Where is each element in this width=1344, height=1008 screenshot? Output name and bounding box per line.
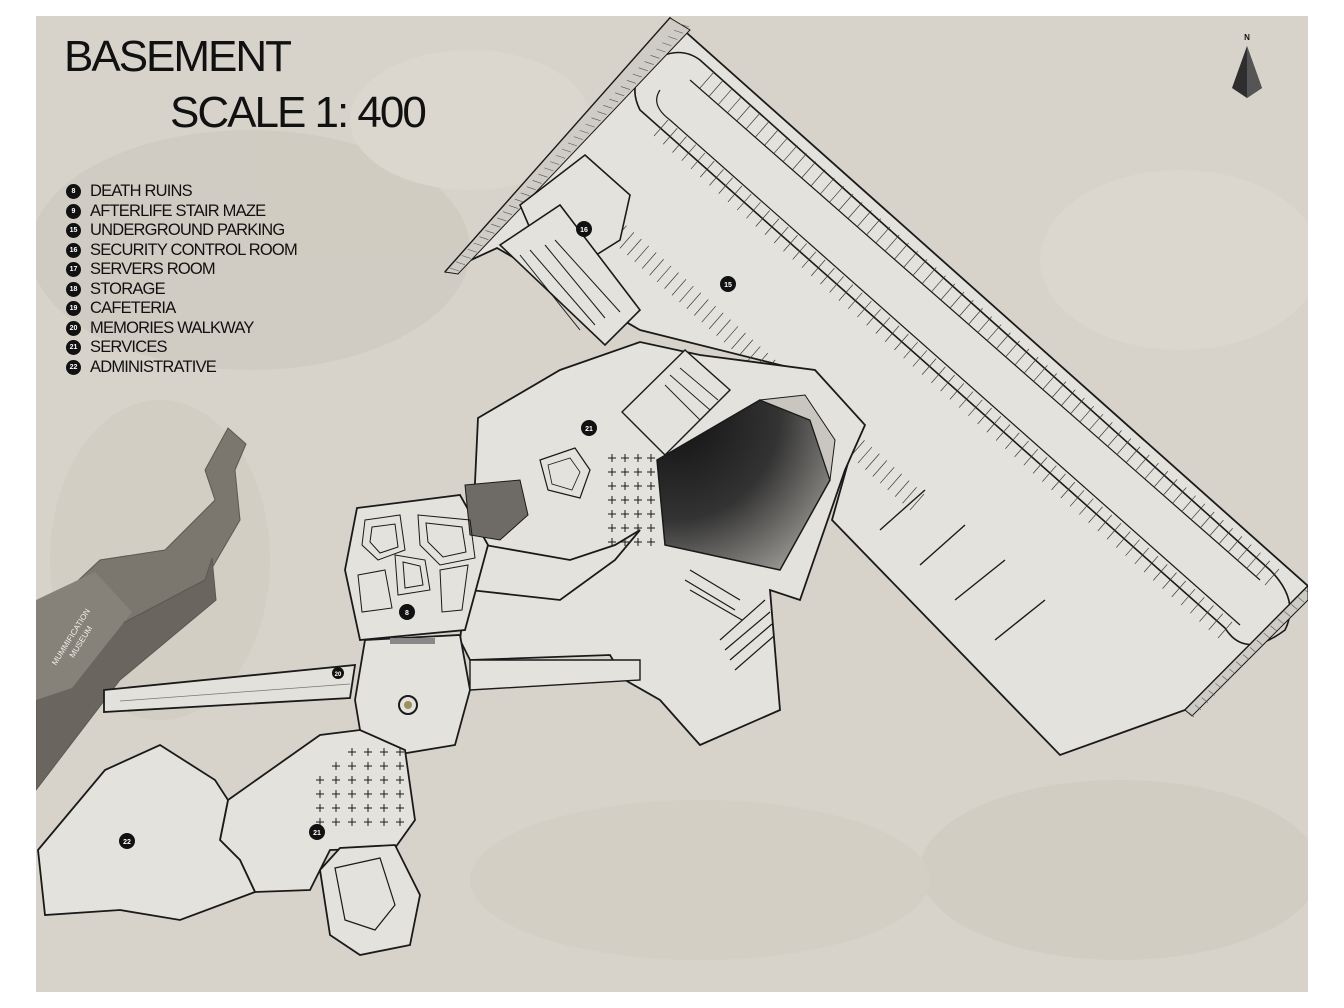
svg-text:16: 16 bbox=[580, 227, 588, 234]
basement-floor-plan: MUMMIFICATION MUSEUM bbox=[36, 16, 1308, 992]
marker-administrative: 22 bbox=[119, 833, 135, 849]
plan-sheet: MUMMIFICATION MUSEUM bbox=[36, 16, 1308, 992]
administrative-block bbox=[37, 743, 257, 921]
services-block-lower bbox=[219, 729, 421, 956]
north-arrow-icon: N bbox=[1232, 33, 1262, 98]
legend-item: 17 SERVERS ROOM bbox=[66, 260, 297, 280]
marker-death-ruins: 8 bbox=[399, 604, 415, 620]
plan-scale: SCALE 1: 400 bbox=[170, 88, 427, 137]
legend-number-badge: 19 bbox=[66, 301, 81, 317]
legend-number-badge: 16 bbox=[66, 242, 81, 258]
svg-text:22: 22 bbox=[123, 839, 131, 846]
legend-label: UNDERGROUND PARKING bbox=[90, 221, 285, 240]
legend-number-badge: 20 bbox=[66, 320, 81, 336]
central-hub bbox=[354, 634, 641, 762]
legend-label: ADMINISTRATIVE bbox=[90, 357, 217, 376]
legend-label: CAFETERIA bbox=[90, 299, 176, 318]
svg-text:20: 20 bbox=[335, 672, 342, 678]
north-label: N bbox=[1244, 33, 1250, 42]
legend-number-badge: 17 bbox=[66, 262, 81, 278]
map-markers: 15 16 21 8 20 21 22 bbox=[119, 221, 736, 849]
legend-item: 8 DEATH RUINS bbox=[66, 182, 297, 202]
legend-item: 15 UNDERGROUND PARKING bbox=[66, 221, 297, 241]
legend: 8 DEATH RUINS 9 AFTERLIFE STAIR MAZE 15 UNDER… bbox=[66, 182, 298, 378]
legend-number-badge: 15 bbox=[66, 223, 81, 239]
mummification-museum: MUMMIFICATION MUSEUM bbox=[36, 427, 247, 791]
memories-walkway bbox=[103, 663, 357, 713]
svg-text:8: 8 bbox=[405, 610, 409, 617]
legend-item: 21 SERVICES bbox=[66, 338, 297, 358]
marker-services-top: 21 bbox=[581, 420, 597, 436]
legend-number-badge: 8 bbox=[66, 184, 81, 200]
legend-label: STORAGE bbox=[90, 279, 166, 298]
legend-label: DEATH RUINS bbox=[90, 182, 193, 201]
death-ruins bbox=[344, 479, 529, 641]
svg-text:15: 15 bbox=[724, 282, 732, 289]
svg-text:21: 21 bbox=[585, 426, 593, 433]
legend-item: 22 ADMINISTRATIVE bbox=[66, 358, 297, 378]
marker-walkway: 20 bbox=[332, 667, 344, 679]
plan-title: BASEMENT bbox=[64, 32, 292, 81]
marker-parking: 15 bbox=[720, 276, 736, 292]
legend-number-badge: 21 bbox=[66, 340, 81, 356]
svg-text:21: 21 bbox=[313, 830, 321, 837]
legend-label: SERVICES bbox=[90, 338, 168, 357]
legend-number-badge: 18 bbox=[66, 281, 81, 297]
marker-security: 16 bbox=[576, 221, 592, 237]
legend-label: SERVERS ROOM bbox=[90, 260, 216, 279]
legend-number-badge: 22 bbox=[66, 359, 81, 375]
security-control-room bbox=[498, 153, 642, 347]
legend-item: 18 STORAGE bbox=[66, 280, 297, 300]
legend-number-badge: 9 bbox=[66, 203, 81, 219]
legend-item: 16 SECURITY CONTROL ROOM bbox=[66, 240, 298, 261]
marker-services-bottom: 21 bbox=[309, 824, 325, 840]
legend-item: 20 MEMORIES WALKWAY bbox=[66, 319, 297, 339]
legend-item: 19 CAFETERIA bbox=[66, 299, 297, 319]
legend-label: MEMORIES WALKWAY bbox=[90, 318, 254, 337]
legend-label: SECURITY CONTROL ROOM bbox=[90, 240, 298, 259]
legend-item: 9 AFTERLIFE STAIR MAZE bbox=[66, 202, 297, 222]
legend-label: AFTERLIFE STAIR MAZE bbox=[90, 201, 266, 220]
